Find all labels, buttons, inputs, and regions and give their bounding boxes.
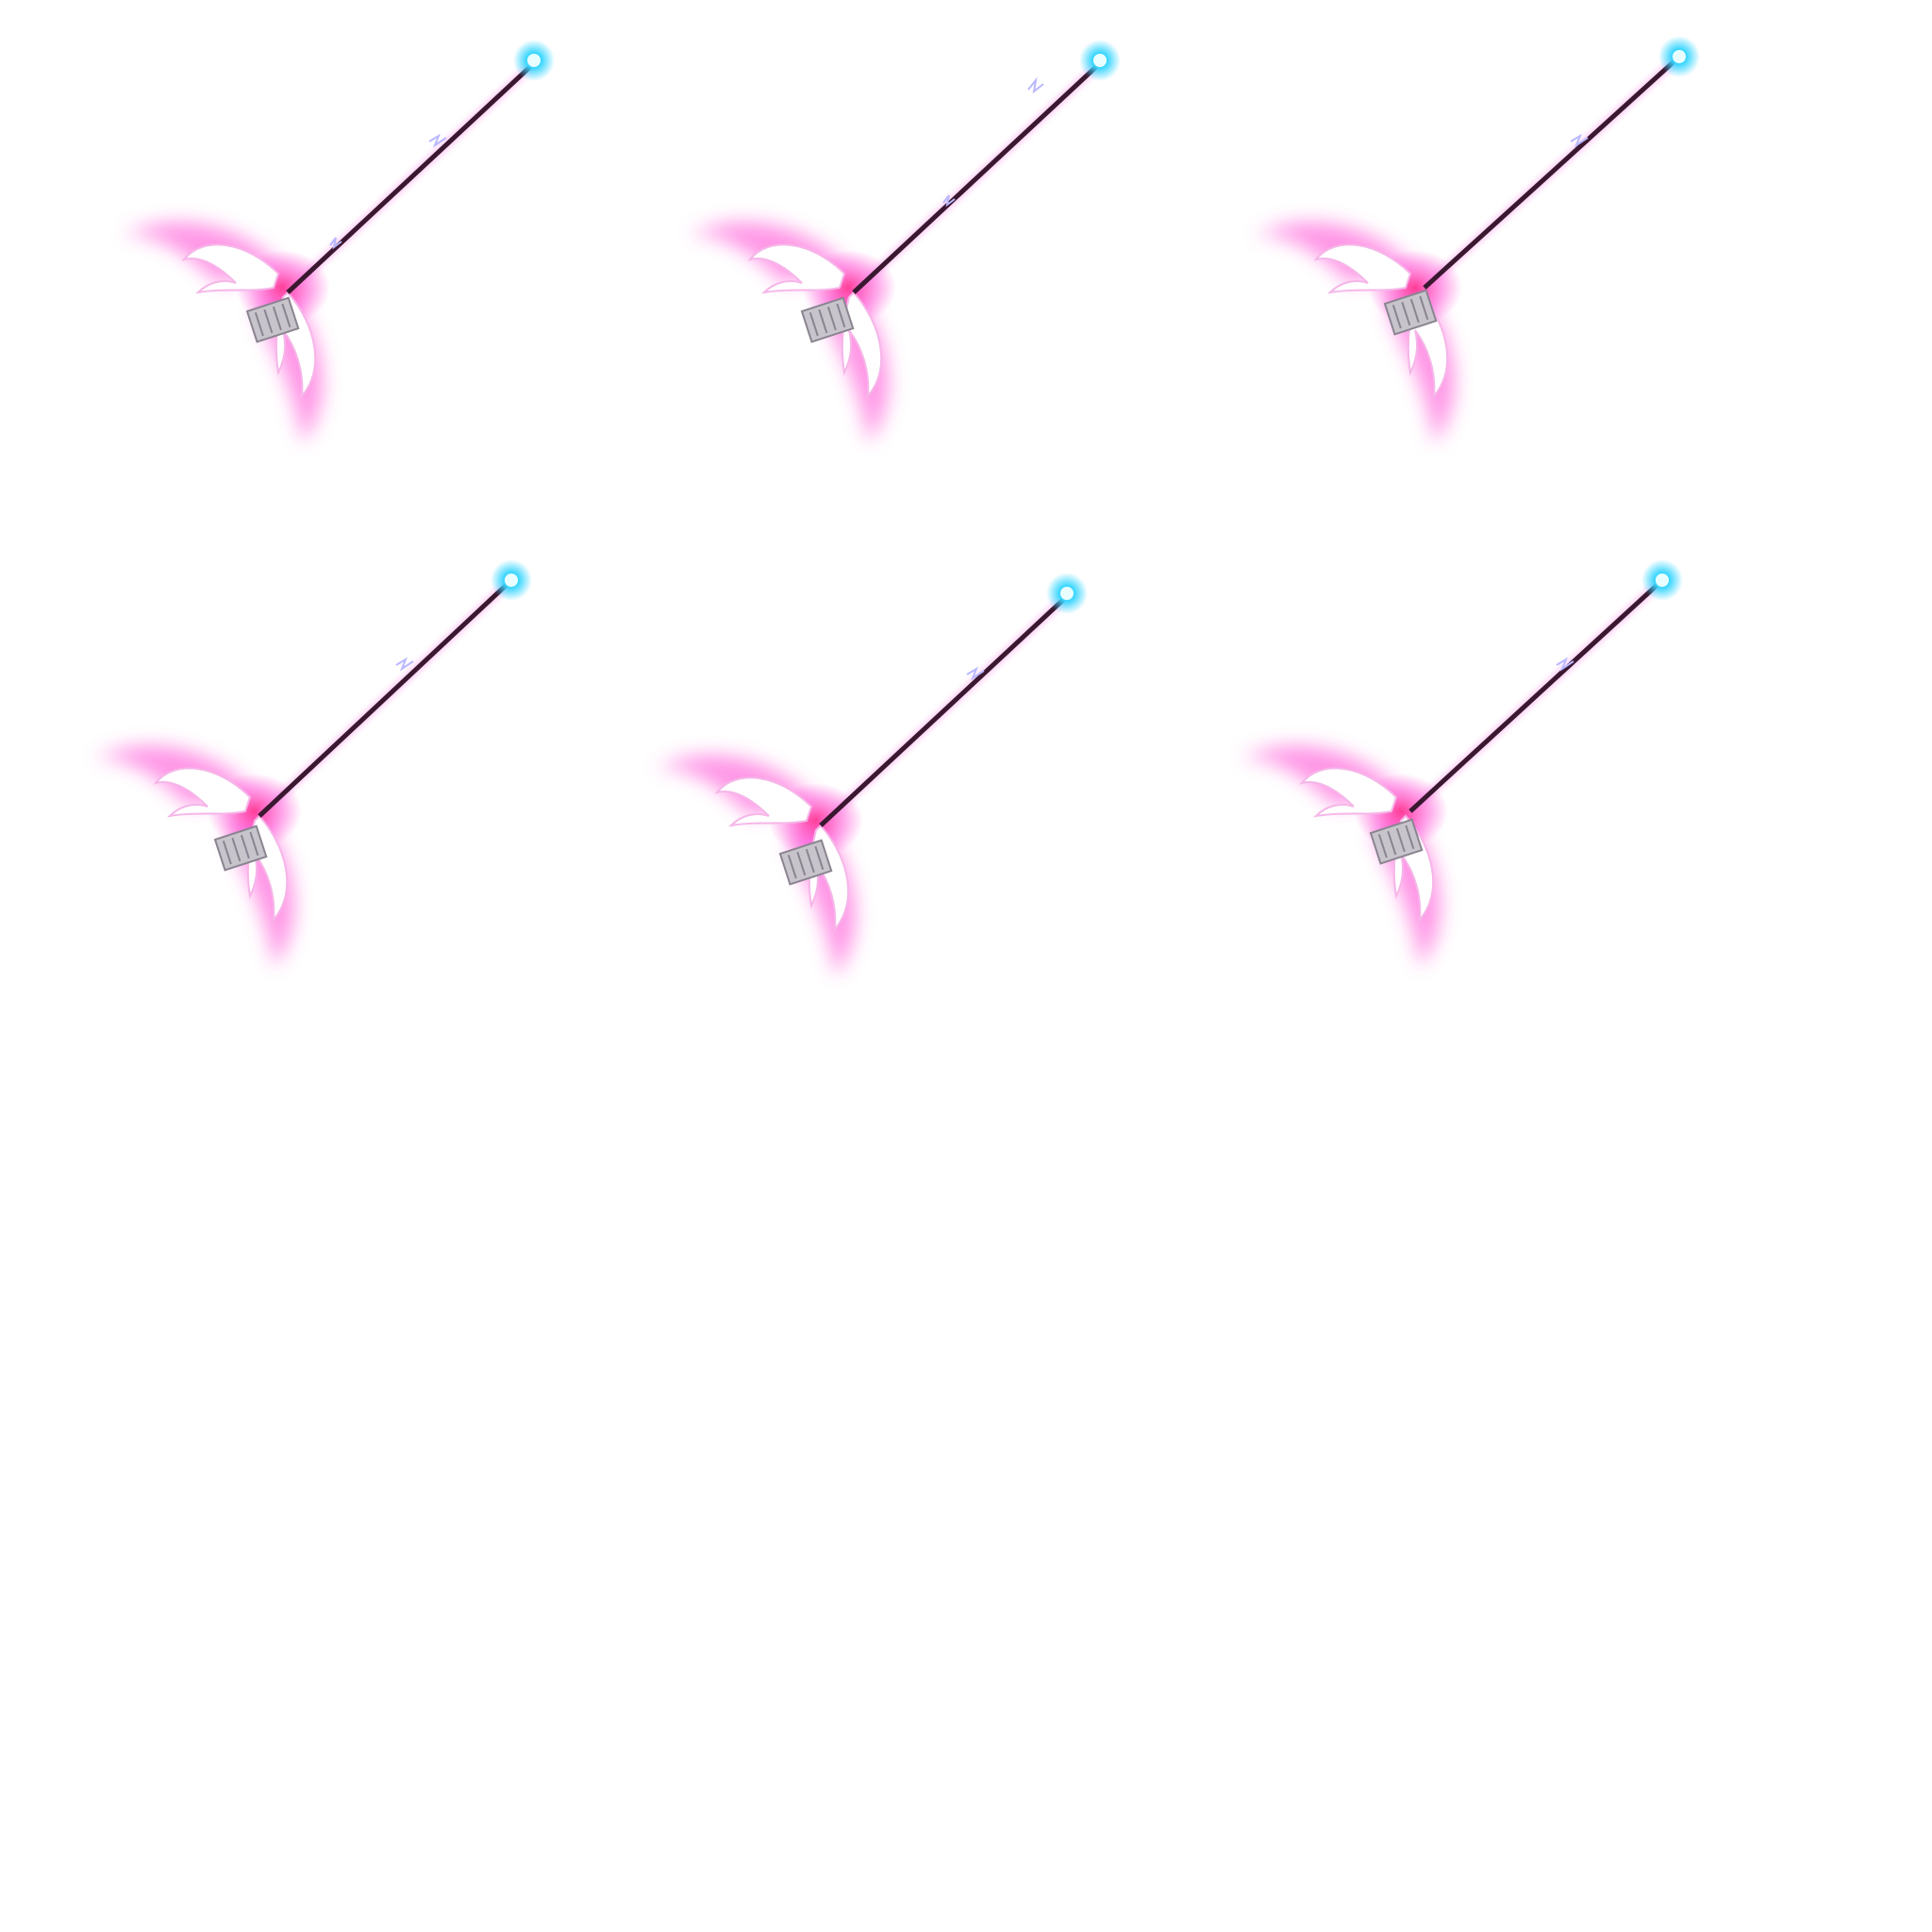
winged-staff-sprite-icon — [123, 40, 555, 443]
winged-staff-sprite-icon — [689, 40, 1121, 443]
staff-frame-5 — [533, 533, 1176, 1061]
staff-frame-2 — [566, 0, 1209, 528]
staff-frame-3 — [1132, 0, 1775, 528]
staff-frame-4 — [0, 524, 615, 1052]
winged-staff-sprite-icon — [656, 573, 1088, 976]
winged-staff-sprite-icon — [94, 559, 532, 967]
staff-frame-1 — [0, 0, 643, 528]
winged-staff-sprite-icon — [1241, 559, 1683, 967]
empty-sheet-area — [0, 1075, 1932, 1932]
winged-staff-sprite-icon — [1255, 36, 1700, 443]
staff-frame-6 — [1118, 524, 1761, 1052]
